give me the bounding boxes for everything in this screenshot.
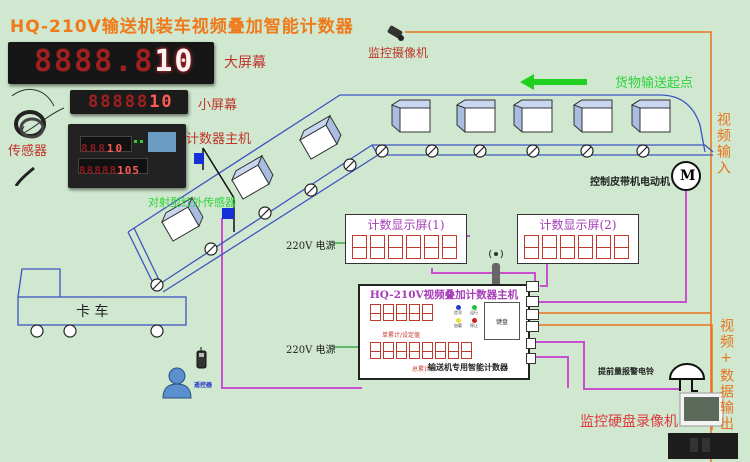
indicator-running: 运行 xyxy=(468,305,480,316)
counter-keypad xyxy=(148,132,176,152)
counter-bottom-value: 105 xyxy=(117,164,140,177)
roller xyxy=(580,144,594,158)
cargo-boxes xyxy=(160,99,671,242)
video-cable xyxy=(405,31,712,462)
roller xyxy=(636,144,650,158)
ir-sensor-bracket xyxy=(194,147,235,232)
small-screen: 8888810 xyxy=(70,90,188,114)
cargo-box xyxy=(160,196,204,242)
counter-host: HQ-210V视频叠加计数器主机 单累计/设定值 总累计 信号 运行 加载 停止… xyxy=(358,284,530,380)
count-display-2: 计数显示屏(2) xyxy=(517,214,639,264)
ir-emitter xyxy=(194,153,204,164)
cargo-direction-arrow xyxy=(520,74,587,90)
big-screen-dim-digits: 8888.8 xyxy=(34,44,155,79)
display2-cable xyxy=(540,263,548,287)
person-icon xyxy=(162,367,192,399)
big-screen: 8888.810 xyxy=(8,42,214,84)
roller xyxy=(343,158,357,172)
cargo-box xyxy=(512,99,553,133)
power-label-2: 220V 电源 xyxy=(286,345,336,356)
remote-icon xyxy=(196,347,207,369)
host-port xyxy=(526,338,536,349)
ir-sensor-cable xyxy=(221,218,362,389)
cargo-box xyxy=(230,154,274,200)
truck-wheel xyxy=(150,324,164,338)
roller xyxy=(150,278,164,292)
big-screen-label: 大屏幕 xyxy=(224,55,266,71)
alarm-label: 提前量报警电铃 xyxy=(598,366,654,376)
power-label-1: 220V 电源 xyxy=(286,241,336,252)
roller xyxy=(204,242,218,256)
counter-device: 88810 88888105 xyxy=(68,124,186,188)
roller xyxy=(526,144,540,158)
alarm-bell-icon xyxy=(668,363,706,392)
cargo-box xyxy=(298,114,342,160)
count-display-1: 计数显示屏(1) xyxy=(345,214,467,264)
counter-top-value: 10 xyxy=(106,142,125,155)
count-display-2-title: 计数显示屏(2) xyxy=(539,218,617,232)
remote-label: 遥控器 xyxy=(194,382,213,389)
truck-label: 卡 车 xyxy=(76,304,109,320)
sensor-icon xyxy=(11,88,65,186)
count-display-2-digits xyxy=(518,235,638,263)
cargo-box xyxy=(630,99,671,133)
camera-label: 监控摄像机 xyxy=(368,46,429,60)
motor-label: 控制皮带机电动机 xyxy=(590,177,670,188)
ir-receiver xyxy=(222,208,234,219)
count-display-1-digits xyxy=(346,235,466,263)
sensor-label: 传感器 xyxy=(8,144,48,159)
cargo-box xyxy=(455,99,496,133)
counter-dim-top: 888 xyxy=(81,142,107,155)
camera-icon xyxy=(387,25,404,41)
truck-wheels xyxy=(30,324,164,338)
host-total-label: 总累计 xyxy=(412,366,431,373)
truck-wheel xyxy=(63,324,77,338)
motor-symbol: M xyxy=(680,168,696,184)
count-display-1-title: 计数显示屏(1) xyxy=(367,218,445,232)
video-input-label: 视频输入 xyxy=(715,112,731,176)
indicator-load: 加载 xyxy=(452,318,464,329)
cargo-box xyxy=(572,99,613,133)
counter-dim-bottom: 88888 xyxy=(79,164,118,177)
dvr-label: 监控硬盘录像机 xyxy=(580,414,678,430)
roller xyxy=(258,206,272,220)
host-total-display xyxy=(370,342,474,363)
ir-sensor-label: 对射型红外传感器 xyxy=(148,196,236,209)
motor xyxy=(671,161,701,191)
big-screen-value: 10 xyxy=(154,44,195,79)
indicator-stop: 停止 xyxy=(468,318,480,329)
cargo-start-label: 货物输送起点 xyxy=(615,76,694,91)
host-port xyxy=(526,309,539,320)
host-footer: 输送机专用智能计数器 xyxy=(428,362,508,372)
host-single-label: 单累计/设定值 xyxy=(382,332,421,339)
indicator-signal: 信号 xyxy=(452,305,464,316)
small-screen-label: 小屏幕 xyxy=(198,98,238,113)
host-port xyxy=(526,321,539,332)
alarm-cable xyxy=(531,341,680,390)
roller xyxy=(375,144,389,158)
video-data-output-label: 视频+数据输出 xyxy=(718,318,734,432)
cargo-box xyxy=(390,99,431,133)
host-port xyxy=(526,296,539,307)
antenna-icon xyxy=(489,249,503,288)
host-port xyxy=(526,281,539,292)
roller xyxy=(425,144,439,158)
host-port xyxy=(526,353,536,364)
host-title: HQ-210V视频叠加计数器主机 xyxy=(369,289,519,301)
small-screen-value: 10 xyxy=(149,92,174,112)
host-single-display xyxy=(370,304,435,325)
counter-device-label: 计数器主机 xyxy=(186,132,252,147)
remote-cable xyxy=(531,356,569,388)
host-keyboard-label: 键盘 xyxy=(495,318,508,326)
truck xyxy=(17,268,187,326)
roller xyxy=(473,144,487,158)
dvr-icon xyxy=(668,392,738,459)
roller xyxy=(304,183,318,197)
host-keyboard: 键盘 xyxy=(484,302,520,340)
small-screen-dim-digits: 88888 xyxy=(88,92,150,112)
truck-wheel xyxy=(30,324,44,338)
diagram-title: HQ-210V输送机装车视频叠加智能计数器 xyxy=(10,17,354,37)
conveyor-rollers xyxy=(150,144,650,292)
